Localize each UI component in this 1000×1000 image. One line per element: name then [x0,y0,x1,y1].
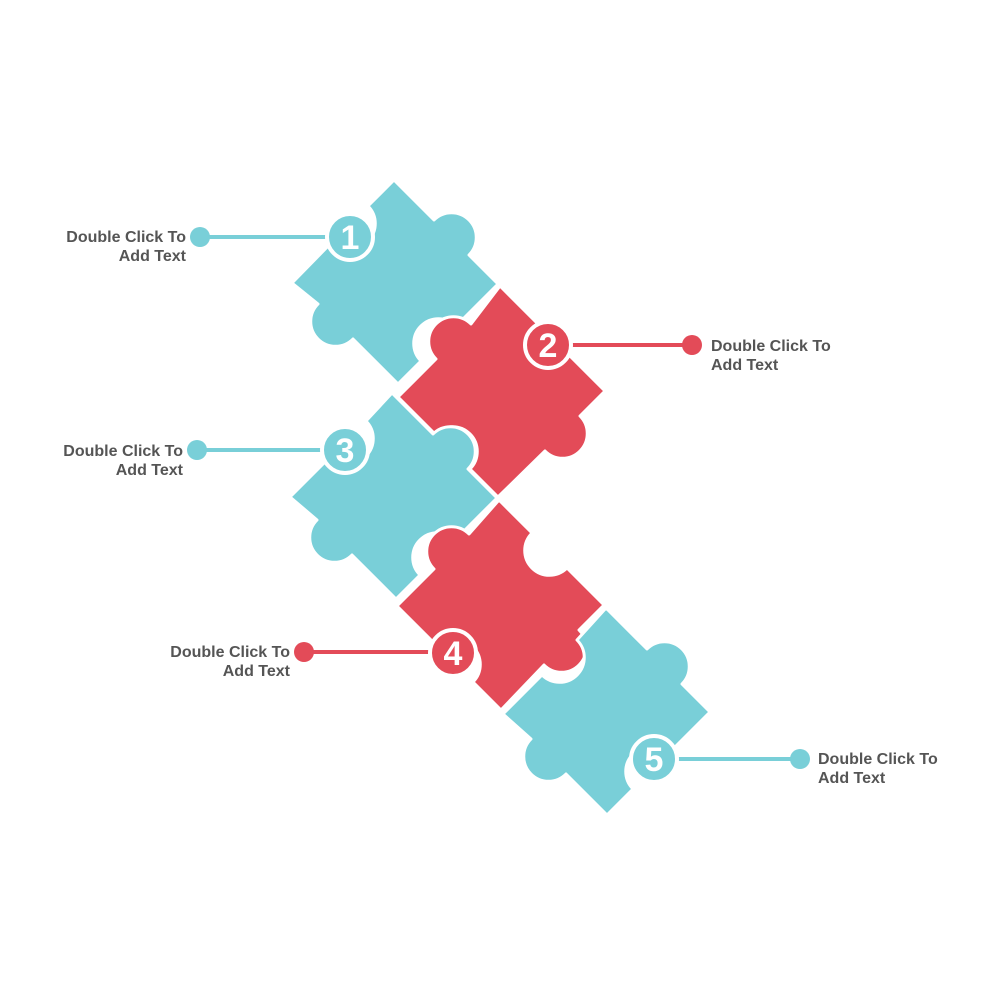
step-label-3-line1: Double Click To [63,443,183,460]
connector-dot-3 [187,440,207,460]
step-label-2-line1: Double Click To [711,338,831,355]
step-badge-3[interactable]: 3 [320,425,370,475]
step-label-3[interactable]: Double Click To Add Text [0,442,183,480]
number-badges: 1 2 3 4 5 [320,212,679,784]
connector-dot-4 [294,642,314,662]
step-label-2-line2: Add Text [711,357,779,374]
step-number-5: 5 [645,741,664,779]
step-number-3: 3 [336,432,355,470]
puzzle-piece-5[interactable] [501,606,712,817]
puzzle-piece-4[interactable] [395,498,606,712]
step-number-4: 4 [444,635,463,673]
step-label-1[interactable]: Double Click To Add Text [0,228,186,266]
puzzle-pieces [288,178,712,817]
step-label-2[interactable]: Double Click To Add Text [711,337,911,375]
connectors [187,227,810,769]
step-label-4-line1: Double Click To [170,644,290,661]
step-label-3-line2: Add Text [115,462,183,479]
connector-dot-1 [190,227,210,247]
puzzle-piece-2[interactable] [396,284,607,499]
step-label-5-line2: Add Text [818,770,886,787]
step-badge-4[interactable]: 4 [428,628,478,678]
step-label-5-line1: Double Click To [818,751,938,768]
step-badge-1[interactable]: 1 [325,212,375,262]
step-label-4-line2: Add Text [222,663,290,680]
step-label-1-line2: Add Text [118,248,186,265]
step-label-5[interactable]: Double Click To Add Text [818,750,1000,788]
step-label-1-line1: Double Click To [66,229,186,246]
step-badge-2[interactable]: 2 [523,320,573,370]
connector-dot-2 [682,335,702,355]
connector-dot-5 [790,749,810,769]
step-badge-5[interactable]: 5 [629,734,679,784]
step-number-2: 2 [539,327,558,365]
step-label-4[interactable]: Double Click To Add Text [90,643,290,681]
step-number-1: 1 [341,219,360,257]
